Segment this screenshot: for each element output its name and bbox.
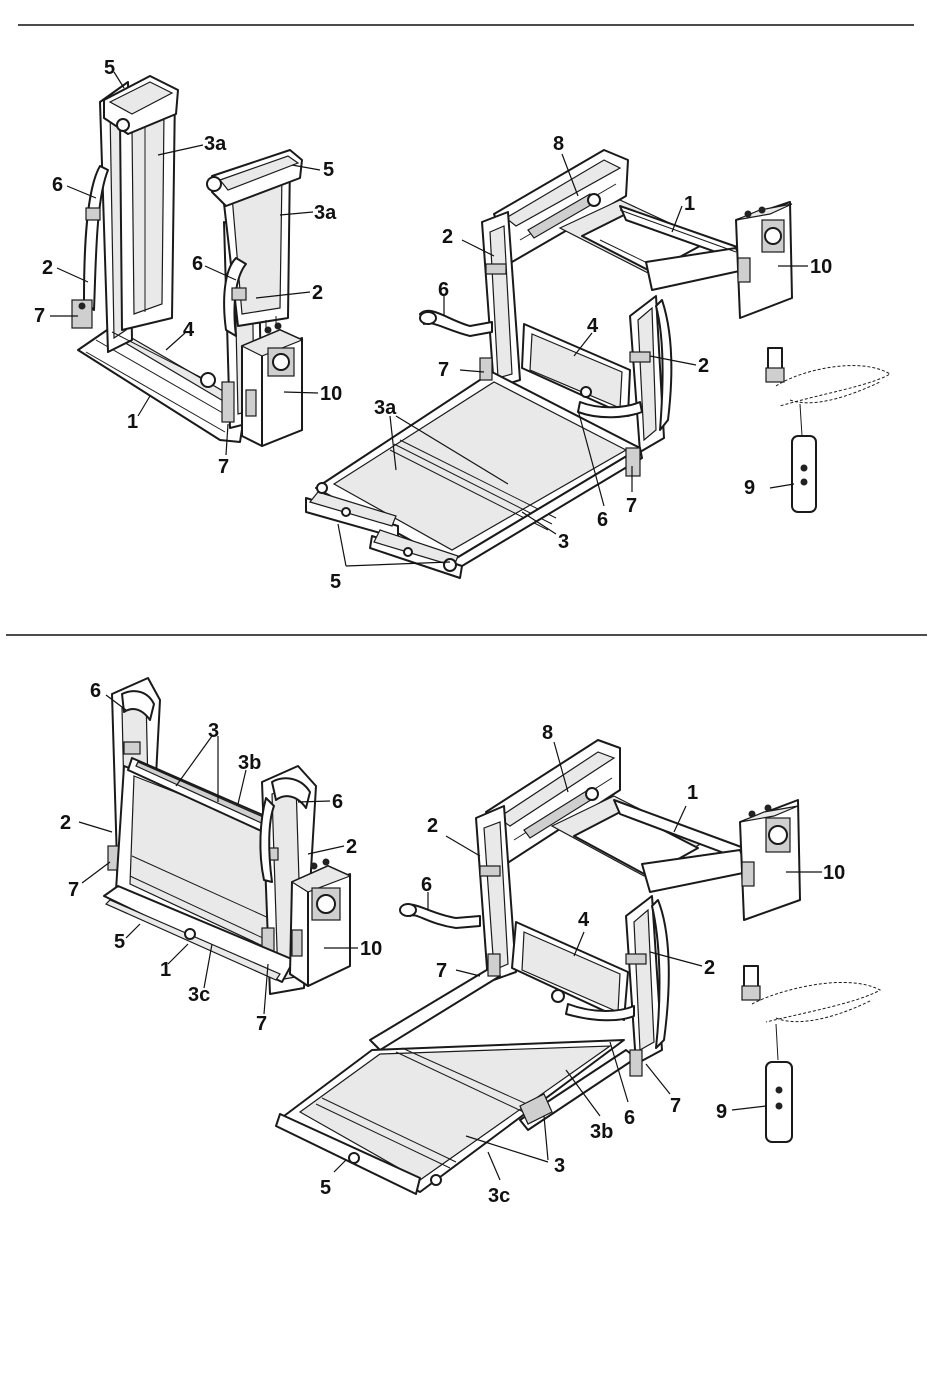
- callout-label: 3a: [374, 397, 397, 419]
- callout-label: 10: [360, 938, 382, 960]
- callout-label: 3a: [204, 133, 227, 155]
- callout-label: 8: [553, 133, 564, 155]
- callout-label: 10: [320, 383, 342, 405]
- callout-label: 2: [312, 282, 323, 304]
- callout-label: 7: [438, 359, 449, 381]
- callout-label: 7: [670, 1095, 681, 1117]
- callout-label: 2: [42, 257, 53, 279]
- callout-label: 5: [323, 159, 334, 181]
- callout-label: 9: [716, 1101, 727, 1123]
- callout-label: 1: [684, 193, 695, 215]
- figure-top-left-folded-lift: [72, 76, 302, 446]
- callout-label: 7: [34, 305, 45, 327]
- callout-label: 1: [127, 411, 138, 433]
- callout-label: 1: [160, 959, 171, 981]
- callout-label: 3a: [314, 202, 337, 224]
- callout-label: 5: [320, 1177, 331, 1199]
- callout-label: 6: [90, 680, 101, 702]
- callout-label: 3: [558, 531, 569, 553]
- callout-label: 7: [256, 1013, 267, 1035]
- callout-label: 5: [114, 931, 125, 953]
- callout-label: 3c: [188, 984, 210, 1006]
- callout-label: 4: [578, 909, 590, 931]
- callout-label: 10: [823, 862, 845, 884]
- callout-label: 3b: [590, 1121, 613, 1143]
- callout-label: 6: [421, 874, 432, 896]
- callout-label: 7: [68, 879, 79, 901]
- callout-label: 2: [442, 226, 453, 248]
- callout-label: 6: [52, 174, 63, 196]
- callout-label: 2: [698, 355, 709, 377]
- callout-label: 2: [346, 836, 357, 858]
- figure-bottom-right-deployed-lift: [276, 740, 880, 1194]
- callout-label: 3b: [238, 752, 261, 774]
- callout-label: 6: [624, 1107, 635, 1129]
- callout-label: 8: [542, 722, 553, 744]
- callout-label: 3c: [488, 1185, 510, 1207]
- callout-label: 6: [438, 279, 449, 301]
- callout-label: 4: [587, 315, 599, 337]
- figure-bottom-left-folded-lift: [104, 678, 350, 994]
- callout-label: 6: [192, 253, 203, 275]
- callout-label: 2: [704, 957, 715, 979]
- callout-label: 7: [218, 456, 229, 478]
- callout-label: 9: [744, 477, 755, 499]
- callout-label: 10: [810, 256, 832, 278]
- callout-label: 7: [626, 495, 637, 517]
- callout-label: 5: [330, 571, 341, 593]
- callout-label: 7: [436, 960, 447, 982]
- callout-label: 5: [104, 57, 115, 79]
- callout-label: 3: [554, 1155, 565, 1177]
- callout-label: 3: [208, 720, 219, 742]
- callout-label: 2: [427, 815, 438, 837]
- callout-label: 6: [597, 509, 608, 531]
- callout-label: 2: [60, 812, 71, 834]
- callout-label: 4: [183, 319, 195, 341]
- callout-label: 6: [332, 791, 343, 813]
- callout-label: 1: [687, 782, 698, 804]
